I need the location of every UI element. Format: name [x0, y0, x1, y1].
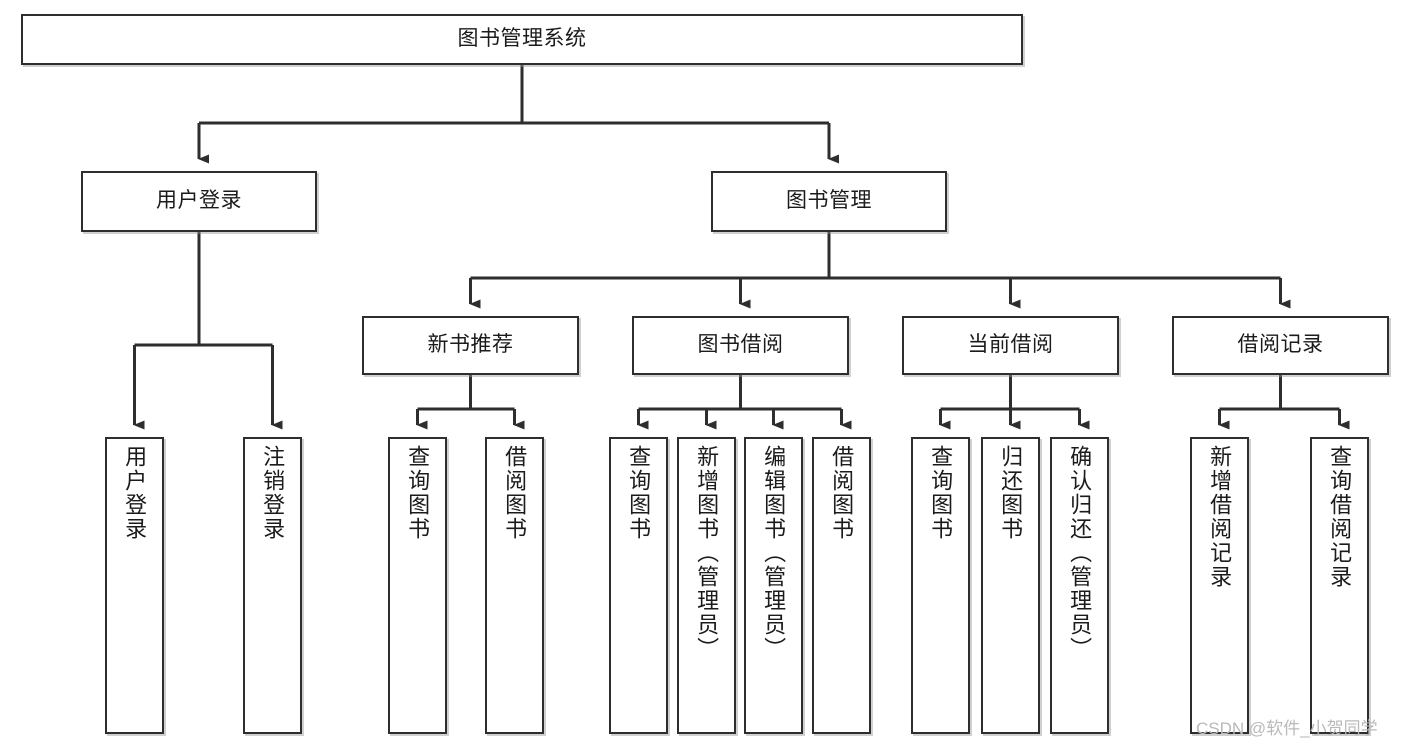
node-label-borrow-record: 借阅记录	[1237, 333, 1324, 357]
node-leaf-query-book-2: 查询图书	[609, 437, 668, 734]
node-leaf-query-book-3: 查询图书	[911, 437, 970, 734]
node-leaf-user-logout: 注销登录	[243, 437, 302, 734]
node-leaf-confirm-return: 确认归还（管理员）	[1050, 437, 1109, 734]
node-book-borrow: 图书借阅	[632, 316, 849, 375]
node-new-book-recommend: 新书推荐	[362, 316, 579, 375]
node-label-leaf-borrow-book-1: 借阅图书	[502, 445, 528, 541]
node-leaf-edit-book: 编辑图书（管理员）	[744, 437, 803, 734]
node-book-manage: 图书管理	[711, 171, 947, 232]
edge-lines	[133, 65, 1350, 430]
node-label-leaf-user-logout: 注销登录	[260, 445, 286, 541]
node-user-login: 用户登录	[81, 171, 317, 232]
node-label-new-book-recommend: 新书推荐	[427, 333, 514, 357]
node-label-leaf-return-book: 归还图书	[998, 445, 1024, 541]
node-label-leaf-add-record: 新增借阅记录	[1207, 445, 1233, 589]
node-label-leaf-borrow-book-2: 借阅图书	[829, 445, 855, 541]
node-label-user-login: 用户登录	[156, 189, 242, 213]
node-label-current-borrow: 当前借阅	[967, 333, 1054, 357]
node-root: 图书管理系统	[21, 14, 1023, 65]
node-label-leaf-query-book-3: 查询图书	[928, 445, 954, 541]
node-label-book-manage: 图书管理	[786, 189, 872, 213]
node-label-leaf-edit-book: 编辑图书（管理员）	[761, 445, 787, 661]
node-current-borrow: 当前借阅	[902, 316, 1119, 375]
node-leaf-borrow-book-2: 借阅图书	[812, 437, 871, 734]
node-leaf-add-record: 新增借阅记录	[1190, 437, 1249, 734]
node-label-root: 图书管理系统	[457, 27, 587, 51]
node-label-book-borrow: 图书借阅	[697, 333, 784, 357]
node-borrow-record: 借阅记录	[1172, 316, 1389, 375]
node-label-leaf-query-record: 查询借阅记录	[1327, 445, 1353, 589]
node-label-leaf-add-book: 新增图书（管理员）	[694, 445, 720, 661]
node-leaf-return-book: 归还图书	[981, 437, 1040, 734]
node-leaf-user-login: 用户登录	[105, 437, 164, 734]
node-leaf-add-book: 新增图书（管理员）	[677, 437, 736, 734]
node-leaf-query-book-1: 查询图书	[388, 437, 447, 734]
node-leaf-borrow-book-1: 借阅图书	[485, 437, 544, 734]
node-label-leaf-confirm-return: 确认归还（管理员）	[1067, 445, 1093, 661]
node-leaf-query-record: 查询借阅记录	[1310, 437, 1369, 734]
node-label-leaf-query-book-1: 查询图书	[405, 445, 431, 541]
node-label-leaf-query-book-2: 查询图书	[626, 445, 652, 541]
node-label-leaf-user-login: 用户登录	[122, 445, 148, 541]
